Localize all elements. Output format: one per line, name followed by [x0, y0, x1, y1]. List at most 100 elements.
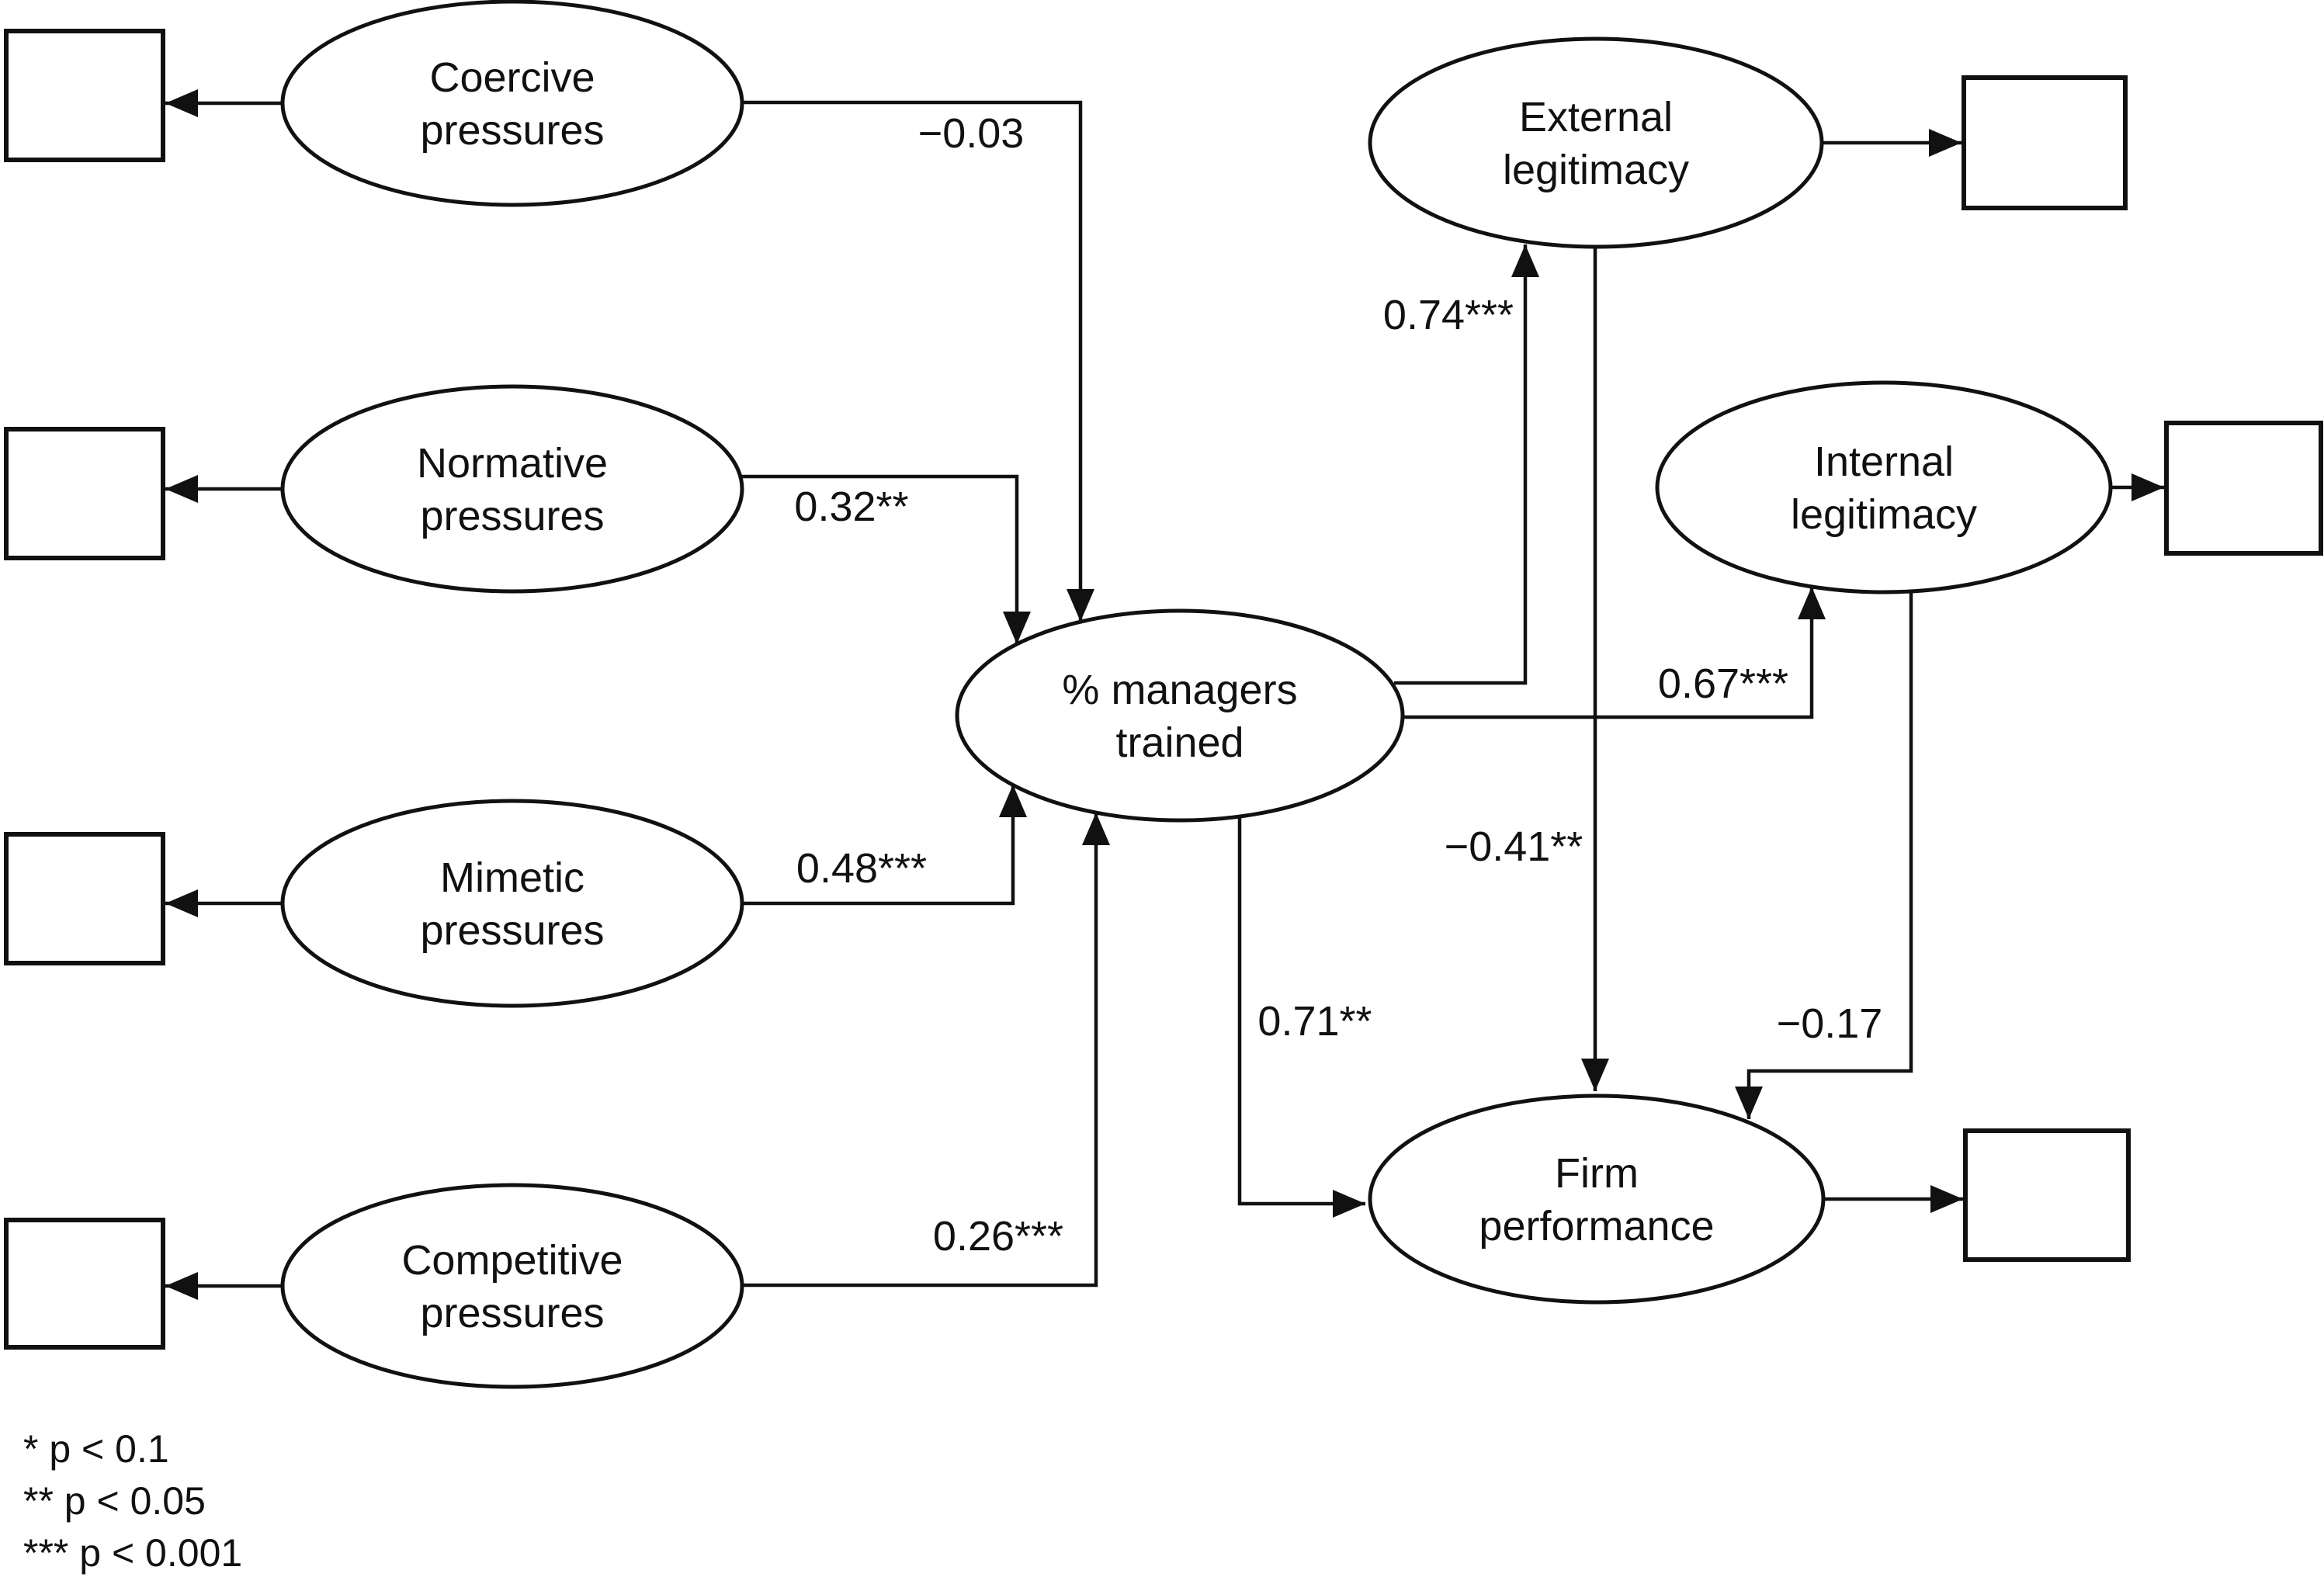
arrowhead	[1067, 589, 1094, 622]
edge-coefficient-label: −0.03	[918, 110, 1025, 157]
node-label-line: pressures	[420, 493, 604, 539]
legend-line: ** p < 0.05	[23, 1479, 206, 1523]
path-managers-external	[1394, 244, 1539, 685]
path-internal-firm	[1735, 591, 1913, 1119]
path-managers-firm	[1237, 816, 1365, 1218]
path-competitive-indicator	[165, 1272, 283, 1300]
arrowhead	[165, 889, 198, 917]
latent-ellipse	[280, 1183, 744, 1389]
edge-line	[742, 813, 1098, 1288]
indicator-box-4	[4, 1218, 165, 1350]
indicator-box-7	[1963, 1128, 2131, 1262]
node-label: Internal legitimacy	[1791, 438, 1977, 538]
edge-coefficient-label: 0.71**	[1257, 998, 1372, 1045]
node-label-line: legitimacy	[1791, 491, 1977, 538]
path-managers-internal	[1403, 587, 1826, 719]
node-internal: Internal legitimacy	[1655, 380, 2113, 594]
latent-ellipse	[955, 608, 1405, 823]
edge-coefficient-label: −0.17	[1777, 1000, 1883, 1047]
node-label-line: Internal	[1814, 438, 1954, 485]
arrowhead	[165, 475, 198, 503]
node-mimetic: Mimetic pressures	[280, 799, 744, 1008]
node-label: Competitive pressures	[401, 1237, 623, 1336]
node-label-line: pressures	[420, 107, 604, 154]
node-label: External legitimacy	[1503, 94, 1689, 193]
node-label: Coercive pressures	[420, 54, 604, 154]
indicator-box-1	[4, 29, 165, 162]
node-label-line: Coercive	[429, 54, 595, 101]
arrowhead	[999, 785, 1027, 817]
node-label-line: pressures	[420, 1290, 604, 1336]
edge-line	[1403, 587, 1814, 719]
edge-line	[1394, 244, 1528, 685]
node-label-line: trained	[1115, 719, 1244, 766]
node-label-line: External	[1519, 94, 1673, 140]
node-external: External legitimacy	[1368, 36, 1824, 249]
arrowhead	[1735, 1087, 1763, 1119]
edges-layer	[165, 89, 2164, 1300]
path-external-firm	[1581, 247, 1609, 1091]
edge-coefficient-label: −0.41**	[1445, 823, 1583, 870]
path-coercive-indicator	[165, 89, 283, 117]
arrowhead	[165, 1272, 198, 1300]
latent-ellipse	[1368, 36, 1824, 249]
arrowhead	[1798, 587, 1826, 619]
arrowhead	[1003, 612, 1031, 644]
node-label-line: legitimacy	[1503, 147, 1689, 193]
edge-coefficient-label: 0.32**	[794, 483, 908, 530]
node-label: % managers trained	[1062, 667, 1297, 766]
arrowhead	[2131, 473, 2164, 501]
edge-coefficient-label: 0.67***	[1658, 660, 1788, 707]
node-competitive: Competitive pressures	[280, 1183, 744, 1389]
edge-coefficient-label: 0.74***	[1383, 292, 1514, 338]
indicator-box-5	[1962, 75, 2128, 210]
path-normative-indicator	[165, 475, 283, 503]
node-label-line: pressures	[420, 907, 604, 954]
edge-line	[742, 785, 1015, 906]
arrowhead	[1082, 813, 1110, 845]
node-label: Mimetic pressures	[420, 854, 604, 954]
arrowhead	[1511, 244, 1539, 277]
path-mimetic-managers	[742, 785, 1027, 906]
arrowhead	[1581, 1059, 1609, 1091]
path-mimetic-indicator	[165, 889, 283, 917]
node-label-line: performance	[1479, 1203, 1714, 1249]
path-normative-managers	[741, 474, 1031, 644]
node-managers: % managers trained	[955, 608, 1405, 823]
path-firm-indicator	[1823, 1185, 1963, 1213]
node-coercive: Coercive pressures	[280, 0, 744, 207]
latent-ellipse	[1368, 1094, 1826, 1305]
edge-line	[742, 100, 1083, 622]
node-label-line: % managers	[1062, 667, 1297, 713]
latent-ellipse	[280, 799, 744, 1008]
edge-line	[741, 474, 1019, 644]
path-coercive-managers	[742, 100, 1094, 622]
arrowhead	[1929, 129, 1962, 157]
path-external-indicator	[1822, 129, 1962, 157]
edge-labels-layer: −0.030.32**0.48***0.26***0.74***0.67***0…	[794, 110, 1882, 1260]
arrowhead	[165, 89, 198, 117]
latent-ellipse	[280, 384, 744, 594]
indicator-box-2	[4, 427, 165, 560]
indicator-box-6	[2164, 421, 2323, 556]
arrowhead	[1930, 1185, 1963, 1213]
edge-coefficient-label: 0.48***	[796, 845, 927, 892]
significance-legend: * p < 0.1 ** p < 0.05 *** p < 0.001	[23, 1427, 242, 1575]
path-competitive-managers	[742, 813, 1110, 1288]
latent-ellipse	[1655, 380, 2113, 594]
node-label-line: Competitive	[401, 1237, 623, 1284]
node-label-line: Firm	[1555, 1150, 1639, 1197]
node-label-line: Mimetic	[440, 854, 584, 901]
legend-line: *** p < 0.001	[23, 1531, 242, 1575]
legend-line: * p < 0.1	[23, 1427, 169, 1471]
latent-ellipse	[280, 0, 744, 207]
edge-line	[1237, 816, 1365, 1206]
node-firm: Firm performance	[1368, 1094, 1826, 1305]
path-internal-indicator	[2111, 473, 2164, 501]
node-label: Firm performance	[1479, 1150, 1714, 1249]
